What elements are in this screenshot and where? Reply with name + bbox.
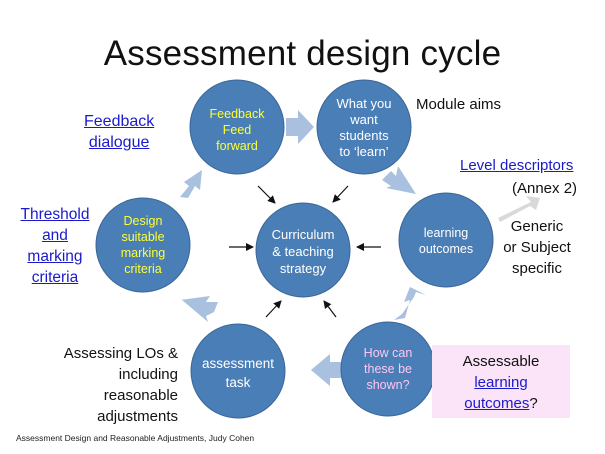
footer-credit: Assessment Design and Reasonable Adjustm… (16, 433, 255, 443)
level-descriptors-link[interactable]: Level descriptors (460, 157, 574, 174)
arrow-outcomes-to-shown (394, 287, 426, 320)
cycle-circles (95, 79, 494, 419)
pointer-from-shown (323, 300, 337, 318)
design-circle-text: Design suitable marking criteria (120, 214, 166, 276)
circle-feedback (189, 79, 285, 175)
assessing-los-label: Assessing LOs & including reasonable adj… (63, 345, 178, 425)
assessable-outcomes-label: Assessable learning outcomes? (462, 353, 540, 412)
circle-learning-outcomes (398, 192, 494, 288)
circle-curriculum (255, 202, 351, 298)
circle-what-you-want (316, 79, 412, 175)
arrow-design-to-feedback (180, 170, 202, 198)
outcomes-link[interactable]: outcomes (464, 395, 530, 412)
pointer-from-task (265, 300, 282, 318)
question-mark: ? (529, 395, 538, 412)
generic-subject-label: Generic or Subject specific (503, 218, 571, 277)
circle-assessment-task (190, 323, 286, 419)
arrow-task-to-design (180, 296, 218, 322)
slide-title: Assessment design cycle (103, 34, 502, 73)
pointer-from-feedback (257, 185, 276, 204)
center-arrows (229, 185, 381, 318)
cycle-arrows (180, 110, 426, 386)
annex-label: (Annex 2) (512, 180, 578, 197)
generic-pointer-arrow (498, 196, 540, 222)
what-circle-text: What you want students to ‘learn’ (336, 96, 392, 159)
learning-outcomes-link[interactable]: learning (474, 374, 528, 391)
arrow-feedback-to-what (286, 110, 314, 144)
module-aims-label: Module aims (416, 96, 502, 113)
assessable-box (432, 345, 570, 418)
threshold-criteria-link[interactable]: Threshold and marking criteria (20, 206, 90, 286)
feedback-dialogue-link[interactable]: Feedback dialogue (84, 113, 155, 151)
feedback-circle-text: Feedback Feed forward (209, 107, 265, 153)
arrow-shown-to-task (311, 354, 342, 386)
shown-circle-text: How can these be shown? (363, 346, 413, 392)
task-circle-text: assessment task (201, 356, 275, 390)
outcomes-circle-text: learning outcomes (418, 226, 474, 256)
circle-design-criteria (95, 197, 191, 293)
arrow-what-to-outcomes (382, 166, 416, 194)
center-circle-text: Curriculum & teaching strategy (271, 227, 335, 276)
pointer-from-what (332, 185, 349, 203)
